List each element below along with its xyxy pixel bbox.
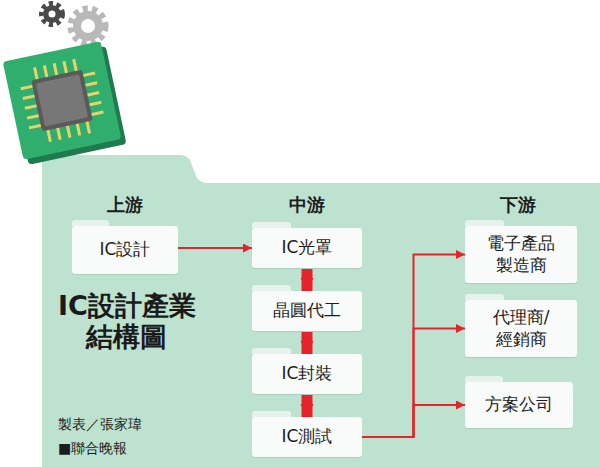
box-label: 代理商/ 經銷商	[473, 307, 569, 350]
box-label: IC設計	[100, 239, 151, 260]
folder-tab	[252, 411, 291, 417]
gear-icon	[71, 9, 105, 43]
credit-text: 製表／張家瑋	[58, 416, 142, 434]
flow-arrow	[362, 405, 465, 437]
chip-icon	[3, 40, 127, 165]
box-label: 電子產品 製造商	[473, 233, 569, 276]
box-label: 晶圓代工	[273, 300, 341, 321]
stage-heading: 上游	[107, 193, 143, 217]
box-label: 方案公司	[485, 394, 553, 415]
process-box: IC測試	[252, 417, 362, 457]
box-label: IC封裝	[282, 363, 333, 384]
process-box: IC光罩	[252, 228, 362, 268]
flow-arrow	[302, 331, 313, 354]
flow-arrow	[362, 329, 465, 438]
process-box: 電子產品 製造商	[465, 226, 577, 283]
source-text: ■聯合晚報	[58, 440, 127, 458]
process-box: IC封裝	[252, 354, 362, 394]
flow-arrow	[178, 247, 252, 249]
folder-tab	[465, 294, 504, 300]
folder-tab	[465, 220, 504, 226]
gear-icon	[42, 4, 62, 24]
process-box: 方案公司	[465, 382, 573, 428]
folder-tab	[252, 222, 291, 228]
folder-tab	[252, 348, 291, 354]
folder-shape	[42, 155, 600, 467]
folder-tab	[252, 285, 291, 291]
stage-heading: 中游	[289, 193, 325, 217]
box-label: IC光罩	[282, 237, 333, 258]
folder-tab	[72, 220, 109, 226]
stage-heading: 下游	[500, 193, 536, 217]
flow-arrow	[362, 255, 465, 438]
process-box: 晶圓代工	[252, 291, 362, 331]
folder-tab	[465, 376, 503, 382]
diagram-title: IC設計產業 結構圖	[58, 290, 196, 352]
flow-arrow	[302, 268, 313, 291]
flow-arrow	[302, 394, 313, 417]
process-box: 代理商/ 經銷商	[465, 300, 577, 357]
process-box: IC設計	[72, 226, 178, 274]
box-label: IC測試	[282, 426, 333, 447]
